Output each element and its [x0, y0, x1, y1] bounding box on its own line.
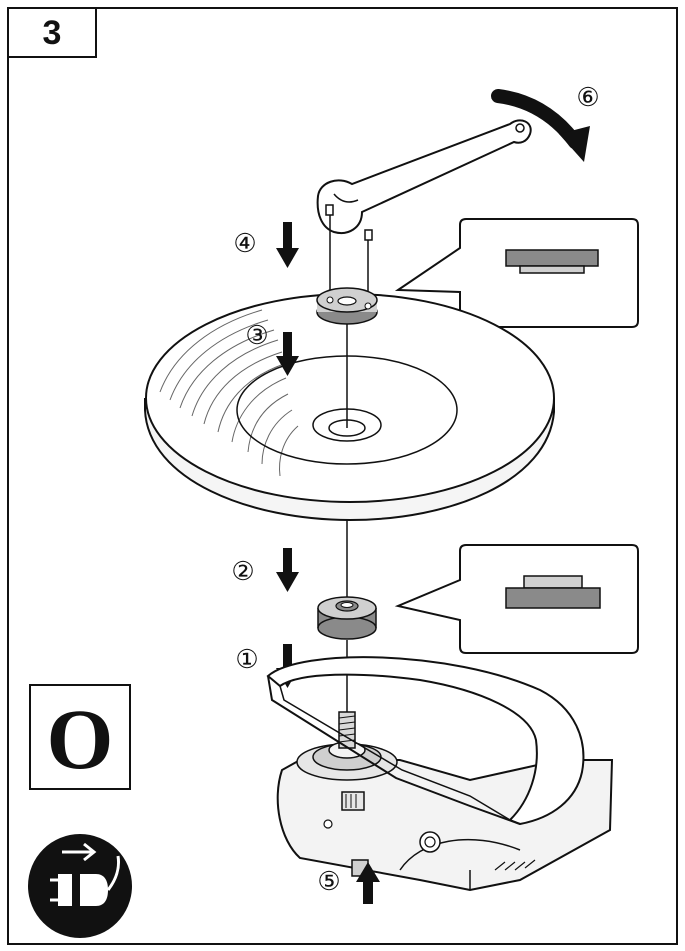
- rotation-arrow-icon: [491, 89, 590, 162]
- step-4-arrow-icon: [276, 222, 299, 268]
- step-6-label: ⑥: [576, 82, 599, 112]
- outer-flange-detail-icon: [394, 218, 639, 328]
- step-2-label: ②: [231, 556, 254, 586]
- step-5-arrow-icon: [356, 862, 380, 904]
- step-3-label: ③: [245, 320, 268, 350]
- inner-flange-detail-icon: [394, 544, 639, 654]
- step-1-label: ①: [235, 644, 258, 674]
- mode-symbol: O: [47, 691, 114, 787]
- step-3-arrow-icon: [276, 332, 299, 376]
- inner-flange: [317, 596, 377, 640]
- panel-number: 3: [43, 14, 62, 52]
- wheel-guard: [266, 656, 585, 826]
- pin-spanner-icon: [316, 119, 532, 306]
- outer-flange: [316, 287, 378, 325]
- step-2-arrow-icon: [276, 548, 299, 592]
- step-4-label: ④: [233, 228, 256, 258]
- unplug-icon: [28, 834, 132, 938]
- step-5-label: ⑤: [317, 866, 340, 896]
- cutting-disc: [144, 293, 555, 522]
- panel-tab: [7, 7, 96, 57]
- mode-symbol-box: [29, 684, 131, 790]
- panel-frame: [7, 7, 678, 945]
